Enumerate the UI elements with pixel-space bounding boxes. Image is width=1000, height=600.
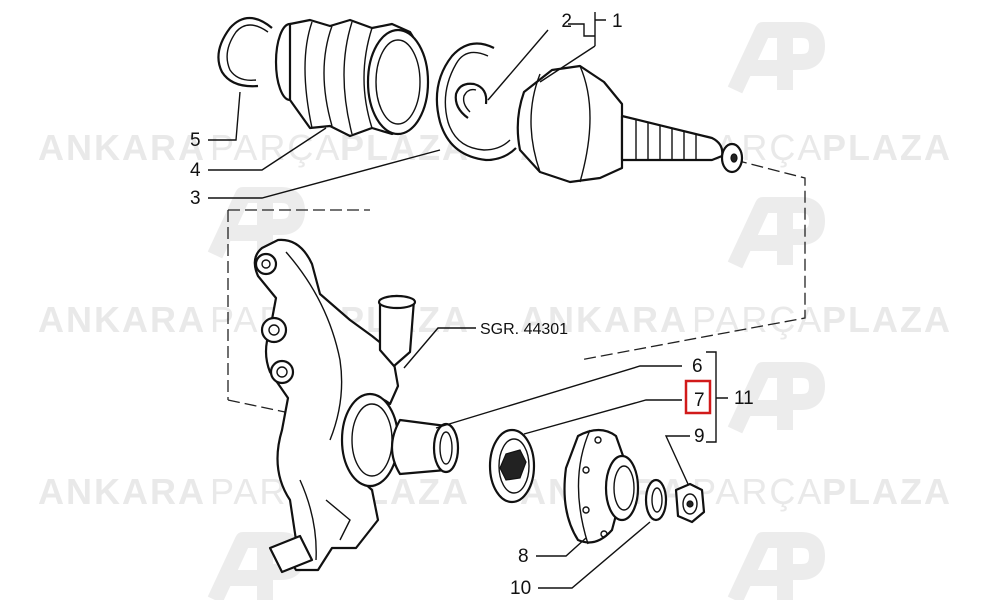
- callout-5[interactable]: 5: [190, 130, 201, 151]
- callout-8[interactable]: 8: [518, 546, 529, 567]
- part-steering-knuckle: [253, 238, 417, 574]
- callout-labels: 1 2 3 4 5 6 7 9 11 8 10 SGR. 44301: [190, 11, 754, 599]
- leader-lines: [208, 12, 728, 589]
- callout-7[interactable]: 7: [694, 390, 705, 411]
- callout-6[interactable]: 6: [692, 356, 703, 377]
- callout-sgr-reference[interactable]: SGR. 44301: [480, 321, 568, 338]
- callout-1[interactable]: 1: [612, 11, 623, 32]
- part-clip-ring: [217, 16, 273, 88]
- part-boot-bellows: [274, 18, 430, 138]
- svg-text:PARÇA: PARÇA: [692, 471, 823, 512]
- part-cv-joint: [516, 64, 744, 184]
- callout-4[interactable]: 4: [190, 160, 201, 181]
- ap-logo-watermark: [207, 187, 305, 259]
- highlight-box-callout-7: [684, 379, 712, 415]
- part-washer: [644, 478, 668, 522]
- svg-text:ANKARA: ANKARA: [520, 299, 688, 340]
- svg-text:PLAZA: PLAZA: [822, 299, 952, 340]
- part-wheel-hub: [563, 428, 640, 545]
- svg-text:PLAZA: PLAZA: [822, 471, 952, 512]
- callout-2[interactable]: 2: [561, 11, 572, 32]
- ap-logo-watermark: [727, 22, 825, 94]
- svg-text:PLAZA: PLAZA: [822, 127, 952, 168]
- callout-9[interactable]: 9: [694, 426, 705, 447]
- callout-3[interactable]: 3: [190, 188, 201, 209]
- callout-11[interactable]: 11: [734, 388, 754, 409]
- ap-logo-watermark: [727, 197, 825, 269]
- svg-text:ANKARA: ANKARA: [38, 471, 206, 512]
- ap-logo-watermark: [727, 532, 825, 600]
- svg-text:PARÇA: PARÇA: [692, 299, 823, 340]
- callout-10[interactable]: 10: [510, 578, 531, 599]
- part-hub-nut: [674, 482, 706, 524]
- svg-text:ANKARA: ANKARA: [38, 299, 206, 340]
- part-seal-ring: [488, 428, 536, 504]
- part-small-circlip: [454, 82, 488, 119]
- svg-text:ANKARA: ANKARA: [38, 127, 206, 168]
- part-wheel-bearing: [390, 418, 460, 476]
- ap-logo-watermark: [727, 362, 825, 434]
